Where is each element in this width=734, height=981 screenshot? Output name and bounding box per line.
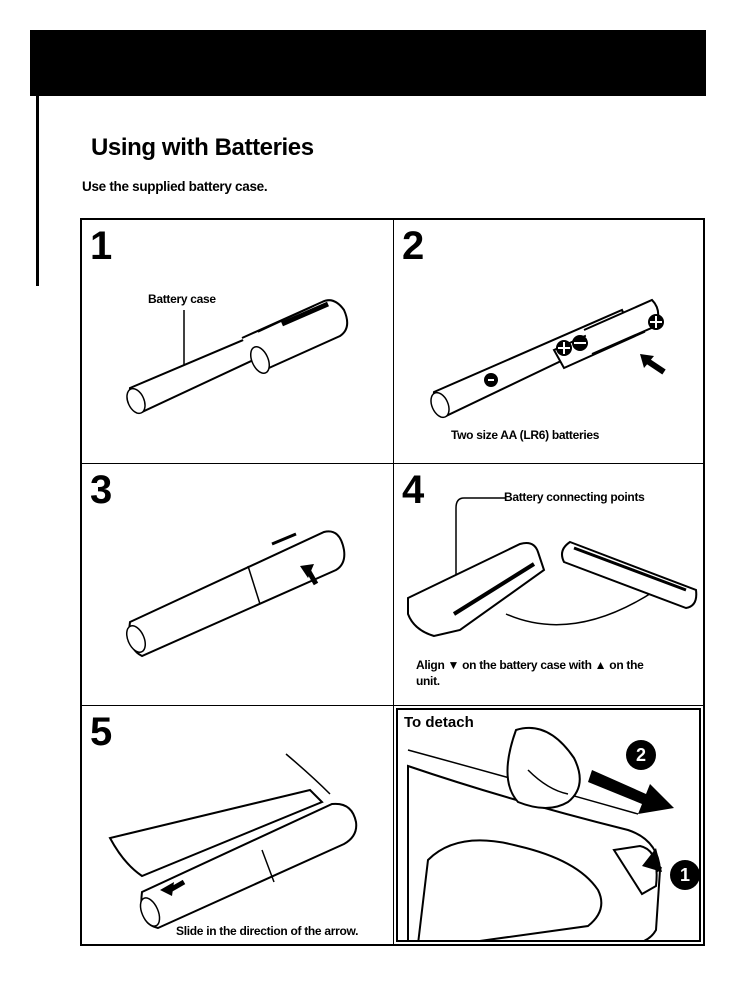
step-marker-2: 2 bbox=[626, 740, 656, 770]
align-caption-line-2: unit. bbox=[416, 674, 440, 688]
detach-hands-illustration bbox=[398, 710, 701, 942]
batteries-caption: Two size AA (LR6) batteries bbox=[451, 428, 599, 442]
step-2-panel: 2 Two size AA (LR6) batteries bbox=[394, 220, 703, 464]
step-1-panel: 1 Battery case bbox=[82, 220, 394, 464]
steps-grid: 1 Battery case 2 bbox=[80, 218, 705, 946]
step-4-panel: 4 Battery connecting points Align ▼ on t… bbox=[394, 464, 703, 706]
slide-caption: Slide in the direction of the arrow. bbox=[176, 924, 358, 938]
header-bar bbox=[30, 30, 706, 96]
align-caption-line-1: Align ▼ on the battery case with ▲ on th… bbox=[416, 658, 643, 672]
step-marker-1: 1 bbox=[670, 860, 700, 890]
section-title: Using with Batteries bbox=[91, 134, 314, 162]
step-5-panel: 5 Slide in the direction of the arrow. bbox=[82, 706, 394, 944]
section-subtitle: Use the supplied battery case. bbox=[82, 179, 267, 194]
attached-battery-illustration bbox=[82, 706, 394, 944]
margin-rule bbox=[36, 96, 39, 286]
battery-case-illustration bbox=[82, 220, 394, 464]
step-3-panel: 3 bbox=[82, 464, 394, 706]
closed-battery-case-illustration bbox=[82, 464, 394, 706]
detach-panel: To detach 2 1 bbox=[396, 708, 701, 942]
